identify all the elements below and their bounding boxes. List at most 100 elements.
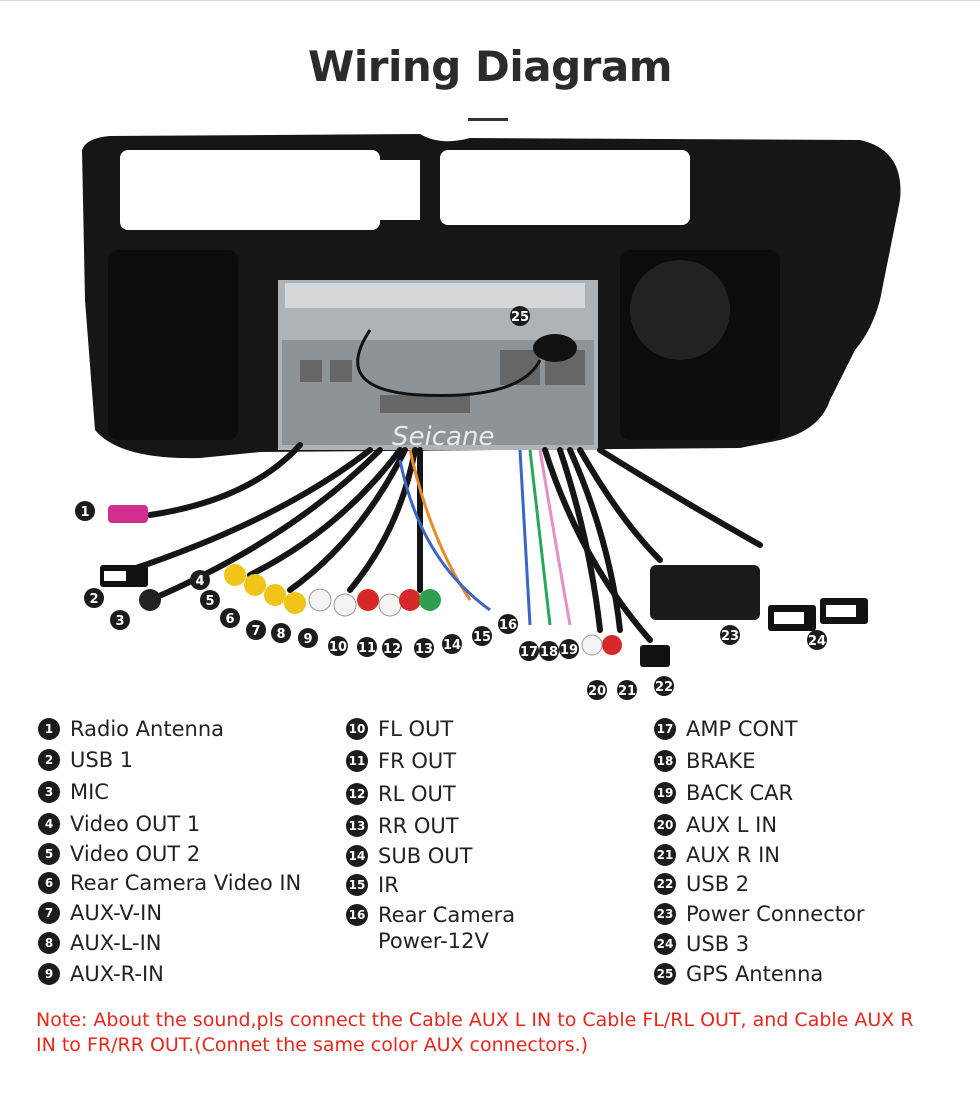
legend-badge: 7 bbox=[38, 902, 60, 924]
legend-item: 5 Video OUT 2 bbox=[38, 841, 301, 870]
legend-label: GPS Antenna bbox=[686, 962, 824, 986]
svg-text:10: 10 bbox=[329, 640, 347, 655]
legend-label: Power Connector bbox=[686, 902, 865, 926]
legend-badge: 10 bbox=[346, 718, 368, 740]
legend-item: 25 GPS Antenna bbox=[654, 961, 864, 991]
frame-left-panel bbox=[108, 250, 238, 440]
aux-l-plug bbox=[581, 634, 603, 656]
svg-text:4: 4 bbox=[195, 574, 204, 589]
usb2-plug bbox=[640, 645, 670, 667]
legend-item: 22 USB 2 bbox=[654, 871, 864, 901]
svg-text:23: 23 bbox=[721, 629, 739, 644]
legend-badge: 1 bbox=[38, 718, 60, 740]
legend-label: FR OUT bbox=[378, 749, 457, 773]
legend-label: USB 1 bbox=[70, 748, 134, 772]
legend-label: IR bbox=[378, 873, 399, 897]
legend-label: Rear Camera Video IN bbox=[70, 871, 302, 895]
svg-text:13: 13 bbox=[415, 642, 433, 657]
legend-label: AUX R IN bbox=[686, 843, 780, 867]
frame-slot bbox=[380, 160, 420, 220]
radio-antenna-plug bbox=[108, 505, 148, 523]
legend-label: BRAKE bbox=[686, 749, 756, 773]
watermark: Seicane bbox=[392, 422, 494, 452]
legend-label: Video OUT 1 bbox=[70, 812, 201, 836]
legend-badge: 5 bbox=[38, 843, 60, 865]
svg-text:7: 7 bbox=[251, 624, 260, 639]
legend-label: RL OUT bbox=[378, 782, 456, 806]
legend-label: BACK CAR bbox=[686, 781, 794, 805]
rca-green bbox=[419, 589, 441, 611]
svg-text:21: 21 bbox=[618, 684, 636, 699]
legend-badge: 15 bbox=[346, 874, 368, 896]
legend-badge: 20 bbox=[654, 814, 676, 836]
legend-label: AUX-L-IN bbox=[70, 931, 162, 955]
svg-text:2: 2 bbox=[89, 592, 98, 607]
svg-text:1: 1 bbox=[80, 505, 89, 520]
svg-text:25: 25 bbox=[511, 310, 529, 325]
frame-window-left bbox=[120, 150, 380, 230]
rca-white bbox=[308, 588, 402, 617]
legend-item: 10 FL OUT bbox=[346, 716, 515, 748]
legend-item: 6 Rear Camera Video IN bbox=[38, 870, 301, 900]
wiring-illustration: Seicane bbox=[75, 134, 901, 700]
sound-note: Note: About the sound,pls connect the Ca… bbox=[36, 1009, 914, 1056]
svg-text:16: 16 bbox=[499, 618, 517, 633]
svg-text:20: 20 bbox=[588, 684, 606, 699]
svg-text:5: 5 bbox=[205, 594, 214, 609]
svg-text:6: 6 bbox=[225, 612, 234, 627]
svg-text:18: 18 bbox=[540, 645, 558, 660]
legend-badge: 8 bbox=[38, 932, 60, 954]
speaker-knob bbox=[630, 260, 730, 360]
page-title: Wiring Diagram bbox=[308, 42, 672, 91]
legend-item: 16 Rear Camera Power-12V bbox=[346, 902, 515, 958]
legend-label: AMP CONT bbox=[686, 717, 798, 741]
frame-window-right bbox=[440, 150, 690, 225]
legend-label: FL OUT bbox=[378, 717, 454, 741]
top-divider bbox=[0, 0, 980, 1]
legend-label: USB 2 bbox=[686, 872, 750, 896]
legend-label: MIC bbox=[70, 780, 109, 804]
legend-badge: 16 bbox=[346, 904, 368, 926]
head-unit-top bbox=[285, 283, 585, 308]
legend-item: 17 AMP CONT bbox=[654, 716, 864, 748]
rca-yellow bbox=[224, 564, 306, 614]
legend-label: AUX-V-IN bbox=[70, 901, 163, 925]
legend-item: 15 IR bbox=[346, 872, 515, 902]
svg-text:24: 24 bbox=[808, 634, 826, 649]
legend-badge: 13 bbox=[346, 815, 368, 837]
legend-label: Rear Camera Power-12V bbox=[378, 903, 516, 953]
legend-label: AUX-R-IN bbox=[70, 962, 164, 986]
legend-badge: 17 bbox=[654, 718, 676, 740]
svg-text:3: 3 bbox=[115, 614, 124, 629]
legend-item: 21 AUX R IN bbox=[654, 842, 864, 871]
legend-item: 8 AUX-L-IN bbox=[38, 930, 301, 961]
legend-badge: 6 bbox=[38, 872, 60, 894]
legend-badge: 24 bbox=[654, 933, 676, 955]
legend-badge: 22 bbox=[654, 873, 676, 895]
power-connector bbox=[650, 565, 760, 620]
legend-label: RR OUT bbox=[378, 814, 459, 838]
title-underline bbox=[468, 118, 508, 121]
legend-badge: 18 bbox=[654, 750, 676, 772]
mic-jack bbox=[139, 589, 161, 611]
callout-markers: 1 2 3 4 5 6 7 8 9 10 11 12 13 14 15 16 1… bbox=[75, 306, 827, 700]
legend-label: Video OUT 2 bbox=[70, 842, 201, 866]
rca-red bbox=[357, 589, 622, 655]
legend-badge: 25 bbox=[654, 963, 676, 985]
legend-item: 7 AUX-V-IN bbox=[38, 900, 301, 930]
svg-text:11: 11 bbox=[358, 641, 376, 656]
legend-badge: 21 bbox=[654, 844, 676, 866]
legend-label: SUB OUT bbox=[378, 844, 473, 868]
